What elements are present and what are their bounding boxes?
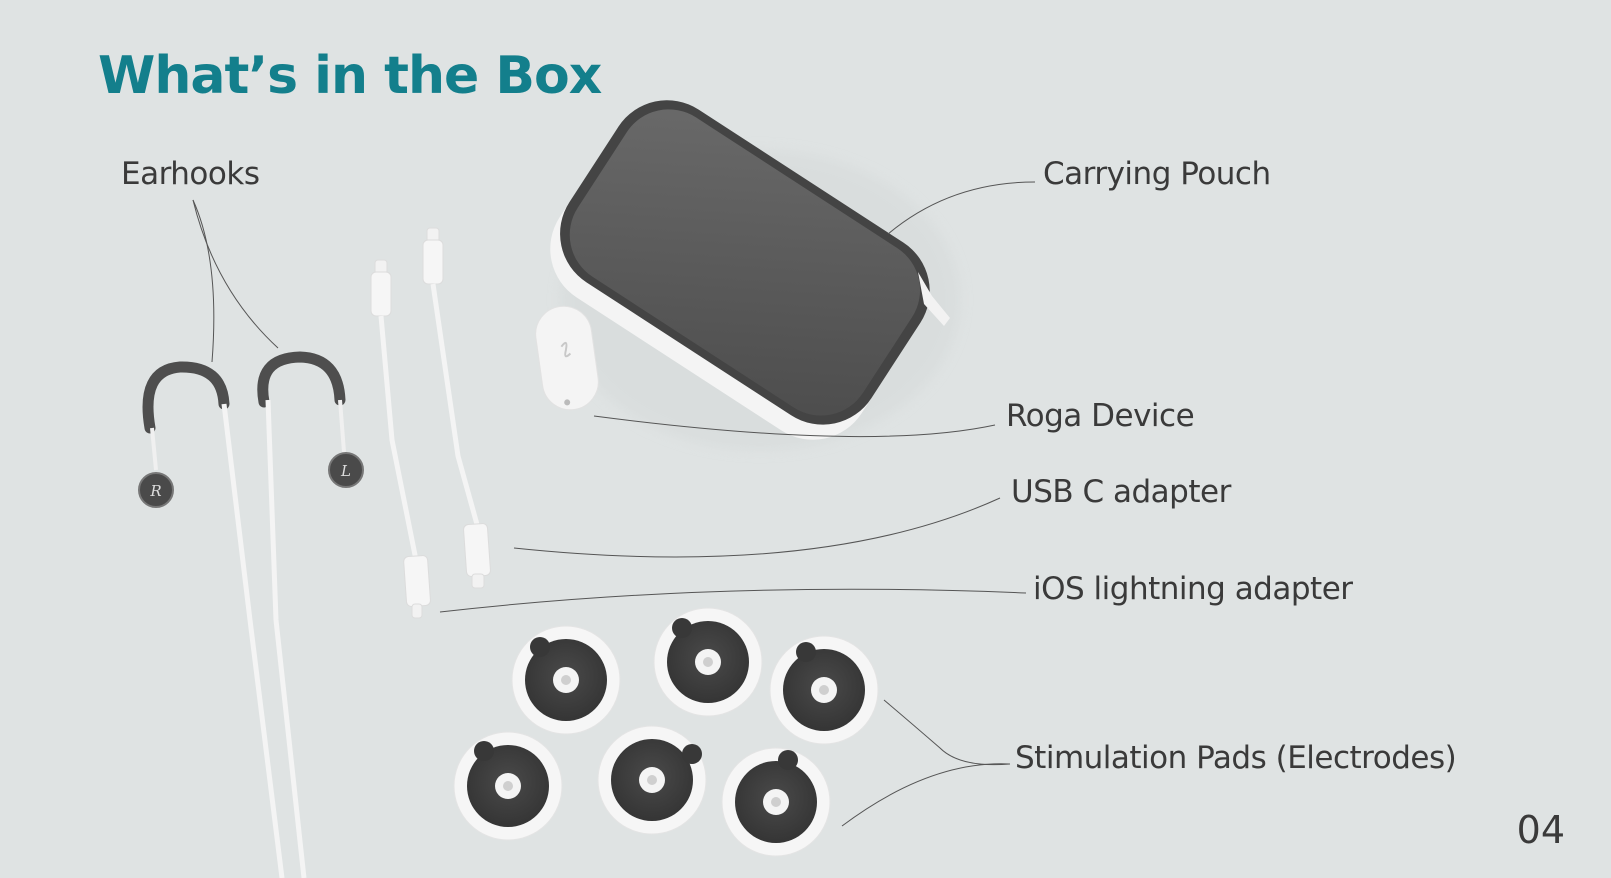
roga-device-label: Roga Device bbox=[1006, 398, 1195, 434]
page-title: What’s in the Box bbox=[98, 46, 602, 106]
earhooks-leader-left bbox=[192, 199, 279, 349]
carrying-pouch-leader bbox=[887, 181, 1036, 235]
ios-lightning-adapter-label: iOS lightning adapter bbox=[1033, 571, 1353, 607]
stimulation-pads-leader-upper bbox=[883, 699, 1011, 766]
earhooks-image: R L bbox=[138, 351, 364, 878]
right-earhook-marker: R bbox=[149, 482, 161, 500]
stimulation-pads-image bbox=[453, 607, 879, 857]
carrying-pouch-label: Carrying Pouch bbox=[1043, 156, 1271, 192]
page-number: 04 bbox=[1516, 808, 1565, 852]
usb-c-adapter-label: USB C adapter bbox=[1011, 474, 1231, 510]
leader-lines bbox=[192, 181, 1036, 827]
earhooks-label: Earhooks bbox=[121, 156, 260, 192]
usb-c-adapter-leader bbox=[513, 497, 1001, 558]
carrying-pouch-image bbox=[550, 100, 960, 450]
ios-lightning-adapter-leader bbox=[439, 588, 1027, 613]
roga-device-leader bbox=[593, 415, 996, 438]
stimulation-pads-label: Stimulation Pads (Electrodes) bbox=[1015, 740, 1457, 776]
left-earhook-marker: L bbox=[340, 462, 351, 480]
earhooks-leader-right bbox=[192, 199, 215, 363]
stimulation-pads-leader-lower bbox=[841, 763, 1011, 827]
usb-c-cable-image bbox=[422, 227, 491, 589]
roga-device-image bbox=[535, 305, 599, 411]
lightning-cable-image bbox=[370, 259, 431, 619]
